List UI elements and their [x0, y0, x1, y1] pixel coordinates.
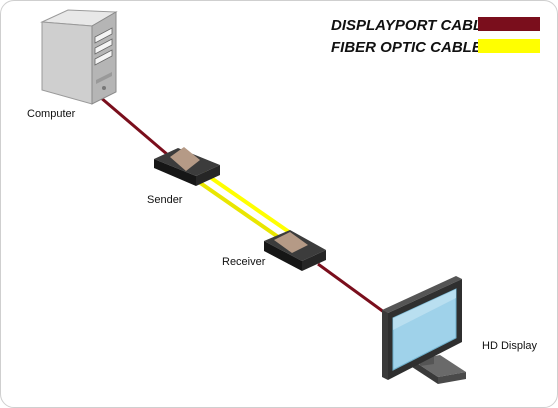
legend: DISPLAYPORT CABLE FIBER OPTIC CABLE [331, 17, 540, 56]
sender-icon [154, 147, 220, 186]
legend-fiber-label: FIBER OPTIC CABLE [331, 39, 483, 56]
displayport-cable-computer-sender [99, 95, 169, 157]
hd-display-icon [382, 276, 466, 384]
receiver-icon [264, 230, 326, 271]
legend-displayport-label: DISPLAYPORT CABLE [331, 17, 493, 34]
legend-displayport-swatch [478, 17, 540, 31]
hd-display-label: HD Display [482, 340, 538, 352]
sender-label: Sender [147, 194, 183, 206]
fiber-cable-1 [194, 178, 286, 243]
computer-icon [40, 9, 118, 105]
computer-label: Computer [27, 108, 76, 120]
legend-fiber-swatch [478, 39, 540, 53]
cables [99, 95, 389, 317]
receiver-label: Receiver [222, 256, 266, 268]
displayport-cable-receiver-display [317, 262, 389, 317]
fiber-cable-2 [202, 171, 294, 236]
